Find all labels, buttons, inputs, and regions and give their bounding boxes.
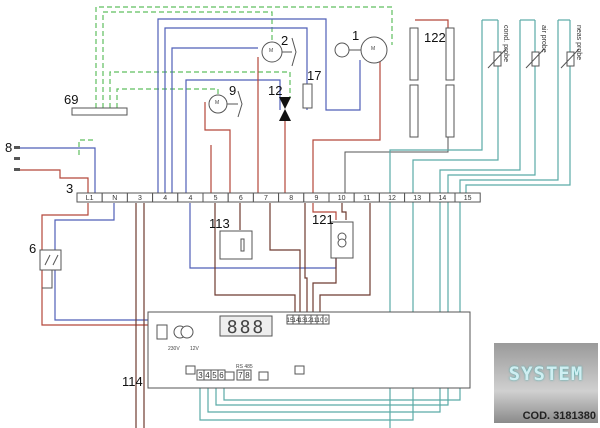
terminal-label: 9: [314, 195, 318, 202]
controller-terminal-label: 3: [198, 371, 203, 380]
compressor-motor-1: M 1: [334, 28, 388, 64]
motor-symbol: M: [371, 46, 375, 52]
terminal-label: 4: [188, 195, 192, 202]
logo-text: SYSTEM: [508, 363, 584, 385]
label-122: 122: [424, 30, 446, 45]
label-69: 69: [64, 92, 78, 107]
door-switch-113: 113: [209, 216, 253, 260]
controller-terminal-label: 13: [299, 318, 306, 324]
probe-label: cond. probe: [502, 25, 509, 62]
rs485-terminal-label: 8: [245, 371, 250, 380]
label-113: 113: [209, 216, 230, 231]
terminal-label: 5: [214, 195, 218, 202]
terminal-label: 13: [413, 195, 421, 202]
label-9: 9: [229, 83, 236, 98]
connector-icon: [258, 371, 269, 381]
terminal-label: 12: [388, 195, 396, 202]
connector-icon: [185, 365, 196, 375]
pump-icon: [334, 42, 350, 58]
controller-terminal-label: 9: [324, 318, 328, 324]
label-12: 12: [268, 83, 282, 98]
controller-terminal-label: 15: [287, 318, 294, 324]
label-121: 121: [312, 212, 334, 227]
probe-label: neas probe: [575, 25, 582, 60]
fan-motor-9: M 9: [208, 83, 243, 118]
controller-terminal-label: 11: [311, 318, 318, 324]
connector-icon: [294, 365, 305, 375]
controller-terminal-label: 12: [305, 318, 312, 324]
terminal-label: 14: [439, 195, 447, 202]
controller-terminal: [322, 314, 330, 325]
label-17: 17: [307, 68, 321, 83]
terminal-label: 11: [363, 195, 370, 202]
probe-label: air probe: [540, 25, 547, 53]
power-out-label: 12V: [190, 346, 200, 352]
terminal-label: 3: [138, 195, 142, 202]
terminal-block-3: 3 L1 N 3 4 4 5 6 7 8 9 10 11 12 13 14 15: [66, 181, 481, 203]
rs485-label: RS 485: [236, 364, 253, 370]
ground-wires: [78, 6, 393, 155]
controller-terminal-label: 5: [212, 371, 217, 380]
terminal: [454, 192, 481, 203]
label-1: 1: [352, 28, 359, 43]
connector-icon: [224, 371, 235, 381]
label-3: 3: [66, 181, 73, 196]
display-readout: 888: [227, 317, 266, 338]
terminal-label: 4: [163, 195, 167, 202]
controller-terminal-label: 6: [219, 371, 224, 380]
motor-symbol: M: [215, 100, 219, 106]
terminal-label: 7: [264, 195, 268, 202]
probe-neas: neas probe: [560, 25, 582, 69]
controller-terminal-label: 14: [293, 318, 300, 324]
transformer-121: 121: [312, 212, 354, 259]
label-2: 2: [281, 33, 288, 48]
rs485-terminal-label: 7: [238, 371, 243, 380]
terminal-label: 10: [338, 195, 346, 202]
neutral-wires: [18, 18, 361, 321]
ground-bar-69: 69: [64, 92, 128, 116]
terminal-label: 8: [289, 195, 293, 202]
label-8: 8: [5, 140, 12, 155]
probe-air: air probe: [525, 25, 547, 69]
main-switch-6: 6: [29, 241, 62, 271]
label-114: 114: [122, 374, 143, 389]
terminal-label: 15: [464, 195, 472, 202]
rs485-terminal: [243, 369, 252, 381]
terminal-label: N: [112, 195, 117, 202]
motor-symbol: M: [269, 48, 273, 54]
label-6: 6: [29, 241, 36, 256]
terminal-label: 6: [239, 195, 243, 202]
power-in-label: 230V: [168, 346, 180, 352]
power-supply-8: 8: [5, 140, 89, 193]
resistor-17: 17: [302, 68, 321, 109]
controller-terminal-label: 4: [205, 371, 210, 380]
system-logo: SYSTEM COD. 3181380: [494, 343, 598, 423]
heater-122: 122: [409, 27, 455, 138]
probe-cond: cond. probe: [487, 25, 509, 69]
terminal-label: L1: [86, 195, 94, 202]
fan-motor-2: M 2: [261, 33, 297, 67]
solenoid-valve-12: 12: [268, 83, 291, 121]
controller-terminal-label: 10: [317, 318, 324, 324]
phase-wires: [41, 19, 449, 428]
probe-wires: [199, 19, 571, 428]
product-code: COD. 3181380: [522, 410, 596, 422]
